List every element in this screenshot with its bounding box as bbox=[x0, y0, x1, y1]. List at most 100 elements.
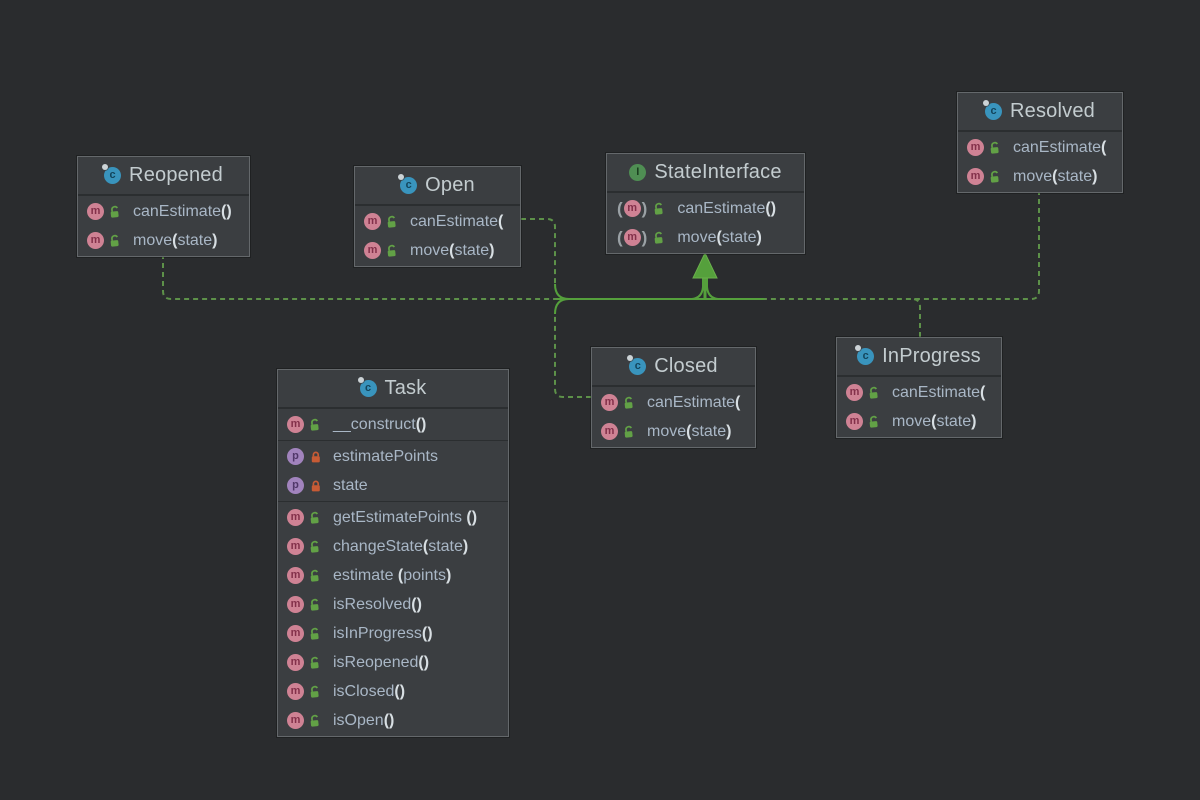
member-signature: move(state) bbox=[410, 241, 495, 259]
class-icon-pin bbox=[398, 174, 405, 180]
member-signature: state bbox=[333, 476, 368, 494]
public-open-lock-icon bbox=[653, 202, 667, 216]
member-signature: move(state) bbox=[647, 422, 732, 440]
edge-inprogress-stateinterface bbox=[911, 298, 921, 337]
member-signature: move(state) bbox=[1013, 167, 1098, 185]
member-signature: isOpen() bbox=[333, 711, 395, 729]
public-open-lock-icon bbox=[309, 418, 323, 432]
class-title: Task bbox=[384, 377, 427, 399]
public-open-lock-icon bbox=[623, 425, 637, 439]
member-signature: isClosed() bbox=[333, 682, 406, 700]
method-row[interactable]: (m)move(state) bbox=[607, 223, 804, 252]
edge-arrow-stem bbox=[691, 278, 719, 300]
public-open-lock-icon bbox=[309, 511, 323, 525]
method-icon: m bbox=[287, 567, 304, 584]
class-icon: c bbox=[983, 100, 1002, 120]
method-icon: m bbox=[87, 232, 104, 249]
class-title: InProgress bbox=[882, 345, 981, 367]
member-signature: getEstimatePoints () bbox=[333, 508, 478, 526]
method-icon: m bbox=[287, 654, 304, 671]
class-title: Closed bbox=[654, 355, 718, 377]
method-icon: m bbox=[287, 538, 304, 555]
class-title-bar[interactable]: c InProgress bbox=[837, 338, 1001, 376]
private-closed-lock-icon bbox=[309, 450, 323, 464]
abstract-paren-icon: ) bbox=[641, 198, 648, 218]
public-open-lock-icon bbox=[309, 714, 323, 728]
method-icon: m bbox=[364, 213, 381, 230]
member-signature: estimatePoints bbox=[333, 447, 438, 465]
method-icon: m bbox=[967, 168, 984, 185]
method-row[interactable]: m isOpen() bbox=[278, 706, 508, 735]
method-icon: m bbox=[846, 384, 863, 401]
member-signature: move(state) bbox=[677, 228, 762, 246]
method-icon: m bbox=[287, 712, 304, 729]
edge-open-stateinterface bbox=[521, 218, 556, 284]
class-icon-pin bbox=[357, 377, 364, 383]
class-icon: c bbox=[855, 345, 875, 365]
method-row[interactable]: (m)canEstimate() bbox=[607, 194, 804, 223]
method-row[interactable]: m canEstimate( bbox=[837, 378, 1001, 407]
abstract-paren-icon: ) bbox=[641, 227, 648, 247]
method-row[interactable]: m move(state) bbox=[958, 162, 1122, 191]
members-section: (m)canEstimate()(m)move(state) bbox=[607, 192, 804, 253]
method-row[interactable]: m estimate (points) bbox=[278, 561, 508, 590]
member-signature: estimate (points) bbox=[333, 566, 452, 584]
method-icon: m bbox=[601, 394, 618, 411]
class-title: Reopened bbox=[129, 164, 223, 186]
public-open-lock-icon bbox=[653, 231, 667, 245]
public-open-lock-icon bbox=[989, 170, 1003, 184]
member-signature: canEstimate() bbox=[133, 202, 232, 220]
class-icon: c bbox=[398, 174, 418, 194]
class-icon-pin bbox=[855, 345, 862, 351]
method-icon: m bbox=[623, 200, 641, 217]
edge-resolved-stateinterface bbox=[764, 190, 1040, 300]
public-open-lock-icon bbox=[868, 386, 882, 400]
public-open-lock-icon bbox=[109, 234, 123, 248]
method-icon: m bbox=[287, 509, 304, 526]
edge-closed-stateinterface bbox=[554, 314, 591, 398]
class-icon: c bbox=[357, 377, 377, 397]
member-signature: canEstimate( bbox=[892, 383, 986, 401]
method-row[interactable]: m getEstimatePoints () bbox=[278, 503, 508, 532]
public-open-lock-icon bbox=[309, 685, 323, 699]
method-icon: m bbox=[846, 413, 863, 430]
realization-arrowhead bbox=[692, 251, 718, 279]
public-open-lock-icon bbox=[989, 141, 1003, 155]
method-icon: m bbox=[287, 625, 304, 642]
edge-reopened-stateinterface bbox=[162, 254, 557, 300]
method-row[interactable]: m__construct() bbox=[278, 410, 508, 439]
class-icon-pin bbox=[627, 355, 634, 361]
class-title-bar[interactable]: c Task bbox=[278, 370, 508, 408]
public-open-lock-icon bbox=[309, 569, 323, 583]
